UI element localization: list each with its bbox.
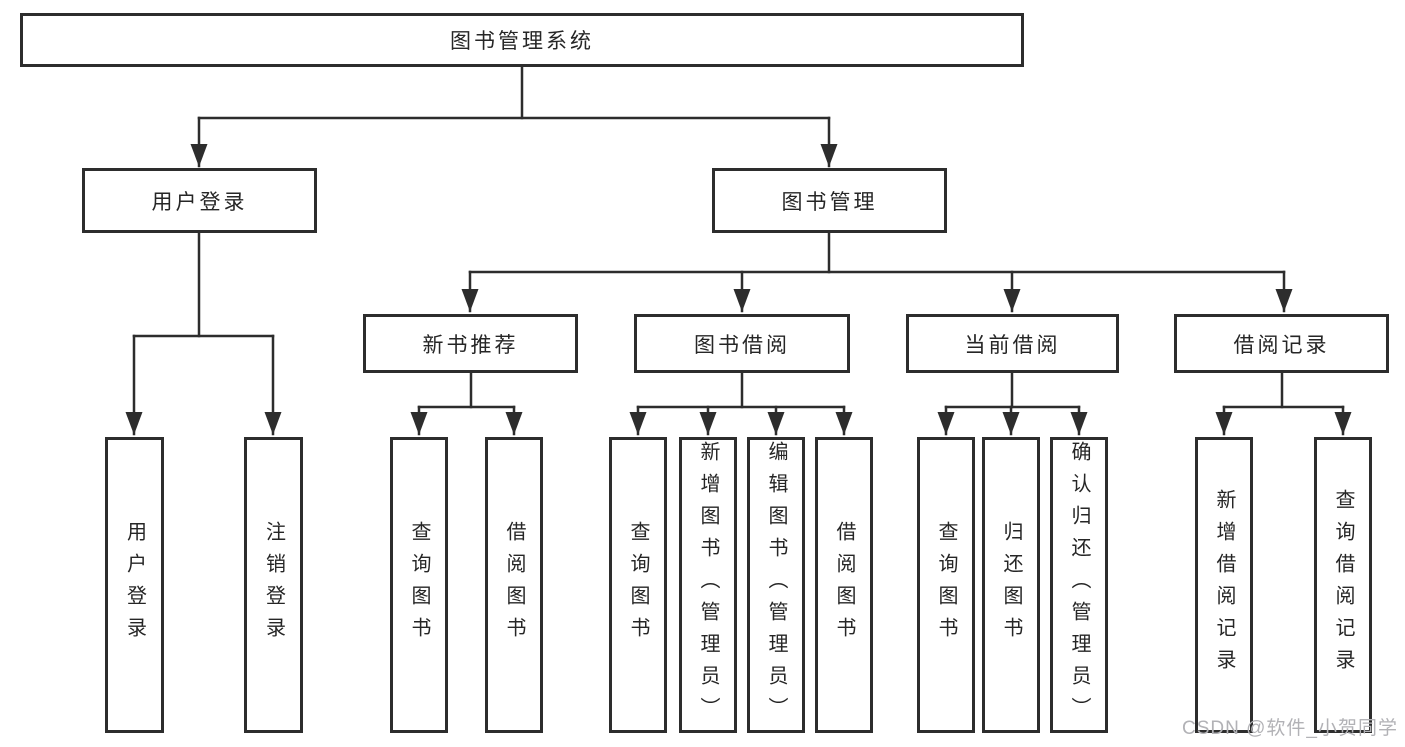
leaf-user-login: 用户登录 (105, 437, 164, 733)
leaf-bb-borrow-book: 借阅图书 (815, 437, 873, 733)
node-label: 归还图书 (1000, 521, 1022, 649)
node-label: 当前借阅 (964, 333, 1061, 357)
node-new-book-recommend: 新书推荐 (363, 314, 578, 373)
leaf-br-add-record: 新增借阅记录 (1195, 437, 1253, 733)
node-label: 确认归还（管理员） (1068, 441, 1090, 729)
node-label: 借阅图书 (503, 521, 525, 649)
node-user-login: 用户登录 (82, 168, 317, 233)
node-label: 注销登录 (262, 521, 285, 649)
node-label: 查询借阅记录 (1332, 489, 1354, 681)
node-book-borrow: 图书借阅 (634, 314, 850, 373)
leaf-br-query-record: 查询借阅记录 (1314, 437, 1372, 733)
node-label: 借阅图书 (833, 521, 855, 649)
node-label: 借阅记录 (1233, 333, 1330, 357)
node-label: 用户登录 (123, 521, 146, 649)
leaf-nb-query-book: 查询图书 (390, 437, 448, 733)
node-label: 编辑图书（管理员） (765, 441, 787, 729)
node-label: 查询图书 (935, 521, 957, 649)
csdn-watermark: CSDN @软件_小贺同学 (1182, 718, 1398, 739)
node-borrow-record: 借阅记录 (1174, 314, 1389, 373)
node-label: 图书管理 (781, 190, 878, 214)
node-label: 新书推荐 (422, 333, 519, 357)
node-label: 新增图书（管理员） (697, 441, 719, 729)
leaf-bb-query-book: 查询图书 (609, 437, 667, 733)
node-root-library-system: 图书管理系统 (20, 13, 1024, 67)
leaf-bb-add-book-admin: 新增图书（管理员） (679, 437, 737, 733)
leaf-cb-query-book: 查询图书 (917, 437, 975, 733)
node-label: 查询图书 (408, 521, 430, 649)
leaf-cb-return-book: 归还图书 (982, 437, 1040, 733)
node-label: 查询图书 (627, 521, 649, 649)
leaf-nb-borrow-book: 借阅图书 (485, 437, 543, 733)
node-label: 新增借阅记录 (1213, 489, 1235, 681)
node-label: 图书借阅 (694, 333, 790, 357)
leaf-cb-confirm-return-admin: 确认归还（管理员） (1050, 437, 1108, 733)
leaf-bb-edit-book-admin: 编辑图书（管理员） (747, 437, 805, 733)
leaf-logout: 注销登录 (244, 437, 303, 733)
node-label: 图书管理系统 (450, 30, 594, 53)
node-book-management: 图书管理 (712, 168, 947, 233)
node-current-borrow: 当前借阅 (906, 314, 1119, 373)
node-label: 用户登录 (151, 190, 248, 214)
